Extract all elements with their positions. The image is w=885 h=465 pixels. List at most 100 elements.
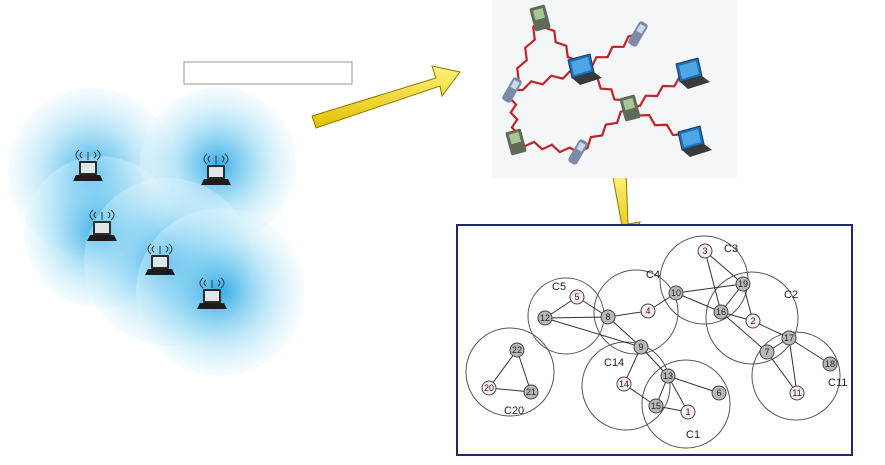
cluster-circle-c2 (705, 271, 799, 365)
coverage-area-group (8, 87, 304, 376)
node-id-label: 9 (638, 342, 643, 352)
cluster-head-node (616, 376, 632, 392)
node-id-label: 21 (526, 387, 536, 397)
arrow-right-icon (311, 65, 461, 129)
cluster-label-c14: C14 (604, 357, 624, 369)
graph-edge (544, 316, 609, 319)
node-id-label: 14 (619, 379, 629, 389)
graph-node: 3 (697, 243, 713, 259)
wireless-link (577, 106, 631, 154)
node-id-label: 19 (738, 279, 748, 289)
node-id-label: 3 (702, 246, 707, 256)
cluster-circle-c20 (465, 327, 555, 417)
node-id-label: 10 (671, 288, 681, 298)
graph-node: 18 (822, 356, 838, 372)
cluster-label-c1: C1 (686, 429, 700, 441)
member-node (759, 344, 775, 360)
member-node (537, 310, 553, 326)
graph-edge (704, 250, 722, 313)
node-id-label: 6 (716, 388, 721, 398)
devices-layer (502, 4, 712, 165)
graph-node: 14 (616, 376, 632, 392)
cluster-head-node (569, 289, 585, 305)
phone-icon (502, 77, 522, 103)
node-id-label: 8 (605, 312, 610, 322)
cluster-label-c2: C2 (784, 289, 798, 301)
cluster-circle-c11 (751, 331, 841, 421)
laptop-icon (567, 53, 602, 85)
cluster-circle-c4 (593, 269, 679, 355)
cluster-head-node (745, 313, 761, 329)
graph-edge (544, 317, 642, 348)
graph-node: 17 (781, 330, 797, 346)
member-node (713, 304, 729, 320)
member-node (781, 330, 797, 346)
node-id-label: 4 (645, 306, 650, 316)
node-id-label: 13 (663, 371, 673, 381)
graph-node: 6 (711, 385, 727, 401)
graph-node: 2 (745, 313, 761, 329)
node-id-label: 18 (825, 359, 835, 369)
node-id-label: 7 (764, 347, 769, 357)
member-node (735, 276, 751, 292)
graph-edge (788, 337, 798, 394)
node-id-label: 15 (651, 401, 661, 411)
cluster-head-node (697, 243, 713, 259)
graph-edge (675, 283, 744, 294)
graph-node: 16 (713, 304, 729, 320)
member-node (523, 384, 539, 400)
member-node (668, 285, 684, 301)
graph-node: 15 (648, 398, 664, 414)
member-node (711, 385, 727, 401)
cluster-label-c4: C4 (646, 269, 660, 281)
member-node (509, 342, 525, 358)
node-id-label: 1 (685, 407, 690, 417)
empty-label-box (183, 61, 353, 85)
graph-edge (720, 311, 768, 353)
cluster-head-node (640, 303, 656, 319)
phone-icon (628, 21, 648, 47)
pda-icon (505, 128, 527, 156)
cluster-label-c20: C20 (504, 405, 524, 417)
graph-node: 8 (600, 309, 616, 325)
member-node (600, 309, 616, 325)
graph-edge (788, 337, 831, 365)
graph-node: 7 (759, 344, 775, 360)
node-id-label: 17 (784, 333, 794, 343)
graph-node: 21 (523, 384, 539, 400)
graph-node: 20 (481, 380, 497, 396)
graph-edge (704, 250, 744, 285)
node-id-label: 20 (484, 383, 494, 393)
node-id-label: 12 (540, 313, 550, 323)
cluster-label-c3: C3 (724, 243, 738, 255)
graph-node: 4 (640, 303, 656, 319)
cluster-head-node (789, 385, 805, 401)
graph-node: 19 (735, 276, 751, 292)
wireless-link (515, 140, 579, 154)
graph-node: 13 (660, 368, 676, 384)
cluster-label-c11: C11 (828, 377, 847, 389)
graph-edge (488, 349, 518, 389)
cluster-head-node (481, 380, 497, 396)
wireless-link (512, 68, 582, 92)
node-id-label: 16 (716, 307, 726, 317)
pda-icon (619, 94, 641, 122)
member-node (648, 398, 664, 414)
graph-node: 9 (633, 339, 649, 355)
laptop-icon (677, 125, 712, 157)
node-id-label: 22 (512, 345, 522, 355)
member-node (822, 356, 838, 372)
node-id-label: 2 (750, 316, 755, 326)
graph-edge (766, 351, 798, 394)
graph-node: 12 (537, 310, 553, 326)
cluster-label-c5: C5 (552, 281, 566, 293)
cluster-head-node (680, 404, 696, 420)
graph-node: 22 (509, 342, 525, 358)
member-node (660, 368, 676, 384)
phone-icon (568, 139, 588, 165)
graph-node: 10 (668, 285, 684, 301)
graph-node: 1 (680, 404, 696, 420)
